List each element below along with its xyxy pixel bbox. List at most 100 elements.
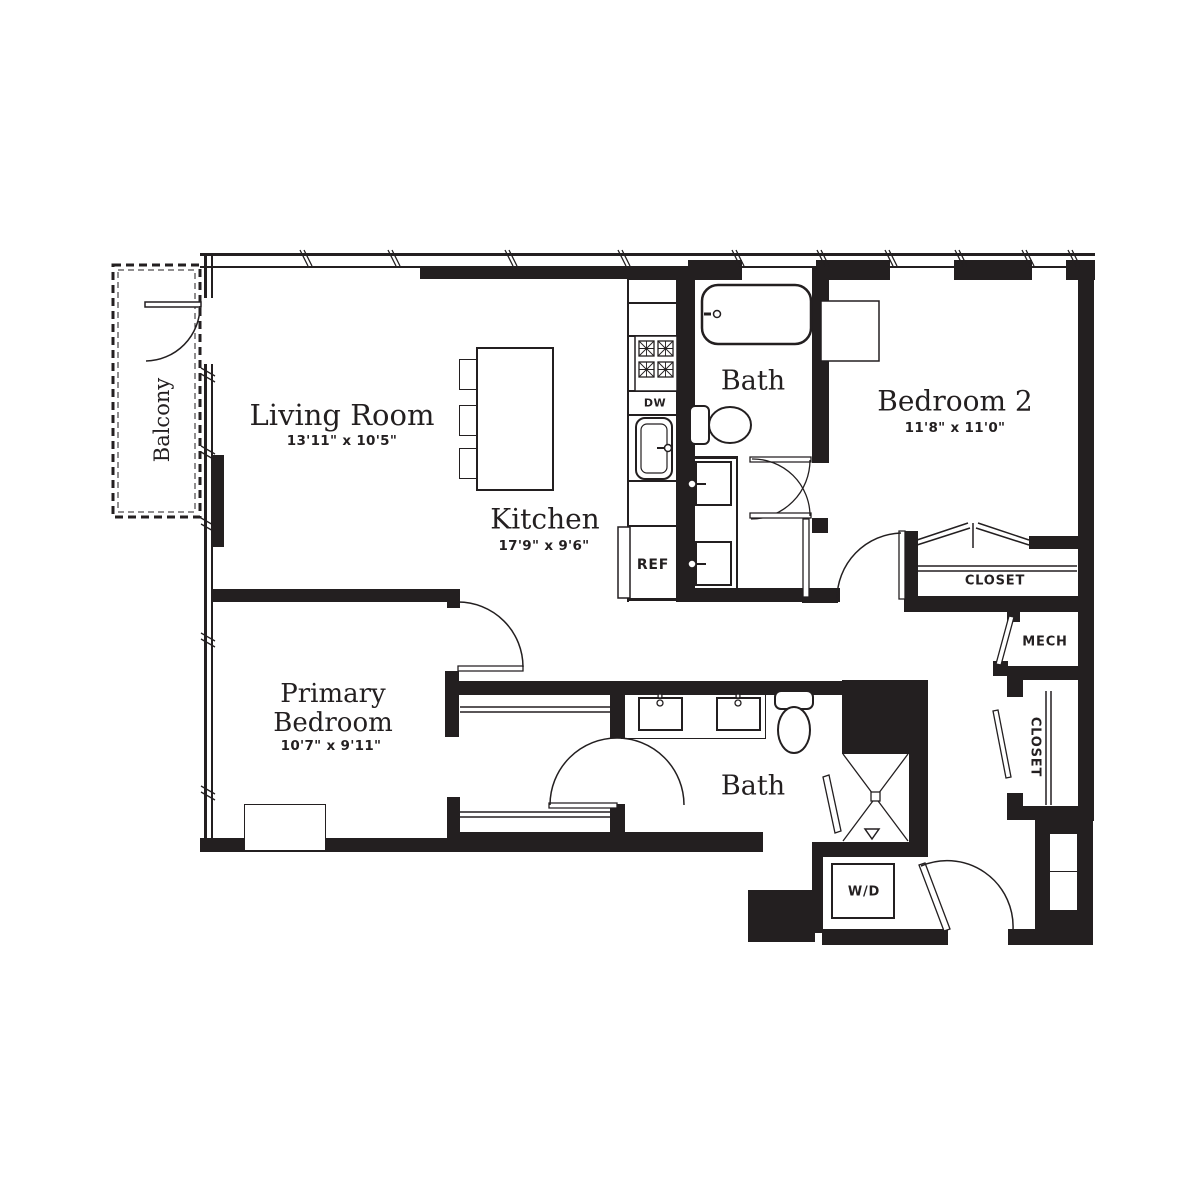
entry-closet-door-leaf <box>992 709 1012 779</box>
shower-head-marker <box>863 828 881 841</box>
bath2-sink-2-faucet <box>734 699 742 707</box>
refrigerator-panel <box>617 526 631 599</box>
primary-bedroom-label-line1: Primary <box>280 678 386 709</box>
kitchen-dims: 17'9" x 9'6" <box>498 538 590 554</box>
top-window-mullion-ticks <box>299 249 1081 267</box>
bath2-vanity-counter <box>621 694 766 739</box>
island-stool-3 <box>459 448 477 479</box>
counter-sep-5 <box>627 480 677 482</box>
wall-bottom-step <box>748 890 815 942</box>
bedroom2-dims: 11'8" x 11'0" <box>904 420 1006 436</box>
wall-top-kitchen <box>420 266 692 279</box>
bedroom2-closet-label: CLOSET <box>964 573 1026 589</box>
wall-primary-door-jamb <box>447 600 460 608</box>
shower-drain <box>870 791 881 802</box>
island-stool-2 <box>459 405 477 436</box>
vanity1-top-line <box>694 456 738 459</box>
primary-bedroom-label-line2: Bedroom <box>273 708 393 738</box>
washer-dryer-label: W/D <box>847 884 881 900</box>
bath1-toilet-tank <box>689 405 710 445</box>
primary-closet-rails <box>460 706 611 818</box>
mech-label: MECH <box>1022 634 1068 650</box>
wall-top-bedroom2-b <box>954 260 1032 280</box>
wall-closet-bottom <box>904 596 1080 612</box>
bath1-bedroom2-door-leaf <box>802 518 810 598</box>
wall-bottom-entry-left <box>822 929 948 945</box>
shaft-shelf-lower <box>1049 871 1078 911</box>
wall-shower-right <box>909 753 928 857</box>
bedroom2-closet-bifold-doors <box>916 522 1030 548</box>
stove-burners <box>638 340 674 378</box>
wall-wd-left <box>812 842 823 933</box>
wall-shower-bottom <box>842 842 928 857</box>
counter-bottom-line <box>627 598 677 601</box>
vanity1-right-line <box>736 456 738 602</box>
washer-dryer-unit <box>831 863 895 919</box>
left-window-mullion-ticks <box>200 367 216 801</box>
refrigerator-label: REF <box>636 557 670 573</box>
wall-top-bath1 <box>688 260 742 280</box>
primary-door-leaf <box>457 665 524 672</box>
wall-bath1-bottom <box>684 588 840 602</box>
balcony-door-leaf <box>144 301 202 308</box>
wall-bath1-jamb-mid <box>812 518 828 533</box>
wall-left-inner-line <box>211 253 213 844</box>
bath2-door-arc <box>549 737 685 806</box>
bedroom2-shelf-niche <box>820 300 880 362</box>
bedroom2-door-leaf <box>898 530 906 600</box>
entry-door-arc <box>920 859 1014 931</box>
entry-door-leaf <box>918 862 951 932</box>
balcony-door-opening <box>203 298 214 364</box>
bath2-sink-1-faucet <box>656 699 664 707</box>
bath1-sink-2-faucet <box>687 559 697 569</box>
wall-bottom-corridor <box>450 832 763 852</box>
bath1-toilet-bowl <box>708 406 752 444</box>
counter-sep-1 <box>627 302 677 304</box>
wall-mech-bottom <box>1007 666 1080 680</box>
shower-door-leaf <box>822 774 842 834</box>
wall-corridor-top <box>457 681 618 695</box>
bath2-toilet-bowl <box>777 706 811 754</box>
bath1-sink-1-faucet <box>687 479 697 489</box>
bath2-sink-1-handle <box>657 693 663 699</box>
living-room-label: Living Room <box>249 398 435 432</box>
wall-kitchen-bath1 <box>676 266 695 602</box>
bath1-door-leaf-lower <box>749 512 812 519</box>
wall-livingroom-primary <box>213 589 460 602</box>
bedroom2-closet-rail <box>916 565 1077 572</box>
bath1-label: Bath <box>720 365 786 397</box>
wall-top-outer-line <box>200 253 1095 256</box>
counter-sep-6 <box>627 525 677 527</box>
island-stool-1 <box>459 359 477 390</box>
primary-bedroom-dims: 10'7" x 9'11" <box>280 738 382 754</box>
counter-left-line <box>627 278 629 602</box>
living-room-dims: 13'11" x 10'5" <box>286 433 398 449</box>
shaft-shelf-upper <box>1049 833 1078 873</box>
bedroom2-door-arc <box>836 532 902 600</box>
balcony-label: Balcony <box>150 377 174 463</box>
wall-left-solid-patch <box>213 455 224 547</box>
dishwasher-label: DW <box>643 396 667 410</box>
wall-bedroom2-door-jamb <box>802 592 838 603</box>
kitchen-label: Kitchen <box>490 502 600 536</box>
wall-block-bath2-east <box>842 680 928 754</box>
balcony-door-arc <box>145 305 201 362</box>
wall-corridor-jamb-upper <box>445 671 459 737</box>
bathtub <box>700 283 813 346</box>
wall-left-outer-line <box>204 253 207 844</box>
kitchen-island <box>476 347 554 491</box>
mech-door-leaf <box>995 615 1015 666</box>
kitchen-sink-faucet <box>663 443 673 453</box>
counter-top-line <box>627 278 677 280</box>
primary-bedroom-label: Primary Bedroom <box>273 678 393 738</box>
bath2-sink-2-handle <box>735 693 741 699</box>
wall-closet-jamb-left <box>904 531 918 600</box>
entry-closet-label: CLOSET <box>1027 716 1043 778</box>
wall-entrycloset-jamb-top <box>1007 680 1023 697</box>
wall-top-bedroom2-a <box>816 260 890 280</box>
bath1-door-arc-lower <box>751 458 811 517</box>
wall-closet-top-right <box>1029 536 1078 549</box>
bath1-door-arc-upper <box>750 459 811 520</box>
primary-dresser <box>244 804 326 851</box>
